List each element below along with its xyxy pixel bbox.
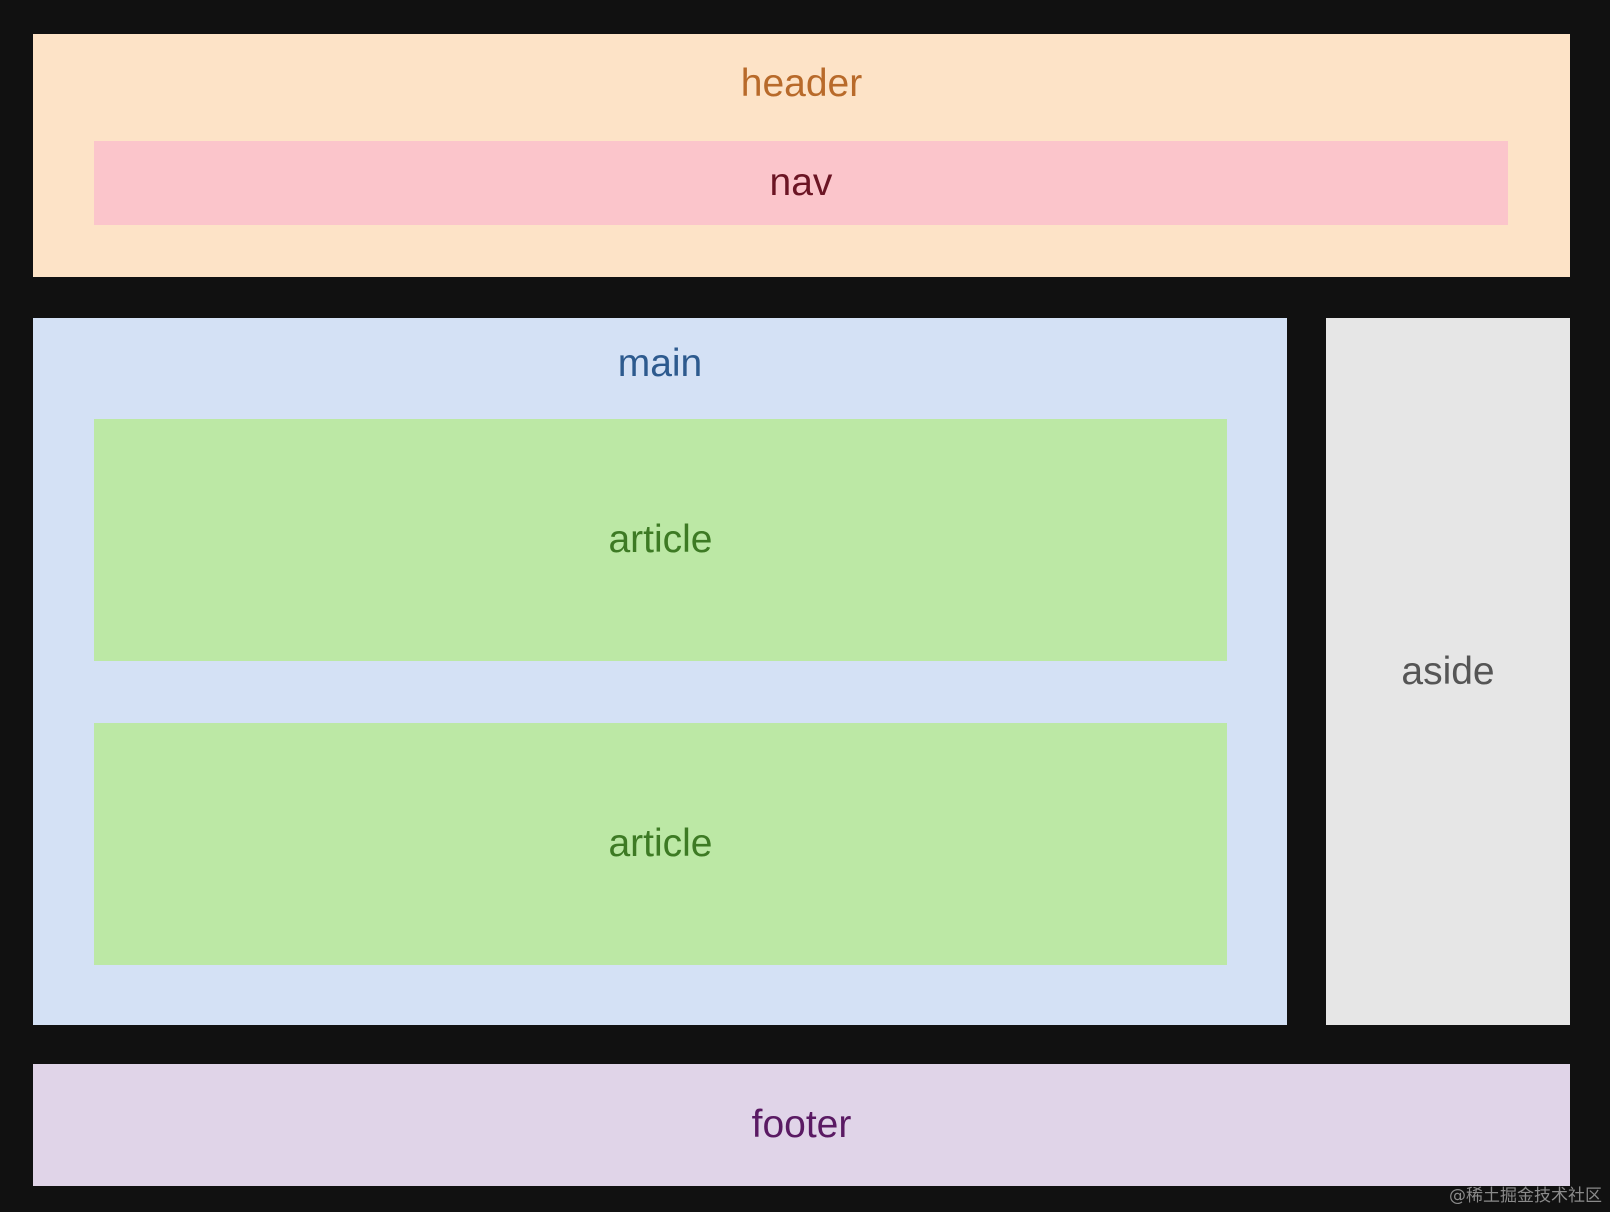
footer-region: footer [33,1064,1570,1186]
article-region-2: article [94,723,1227,965]
nav-label: nav [769,161,833,204]
aside-region: aside [1326,318,1570,1025]
header-label: header [740,62,863,105]
aside-label: aside [1401,650,1495,693]
watermark: @稀土掘金技术社区 [1449,1186,1602,1206]
main-label: main [617,342,703,385]
footer-label: footer [751,1103,852,1146]
main-region: main article article [33,318,1287,1025]
header-region: header nav [33,34,1570,277]
article-region-1: article [94,419,1227,661]
nav-region: nav [94,141,1508,225]
article-label: article [608,822,713,865]
article-label: article [608,518,713,561]
